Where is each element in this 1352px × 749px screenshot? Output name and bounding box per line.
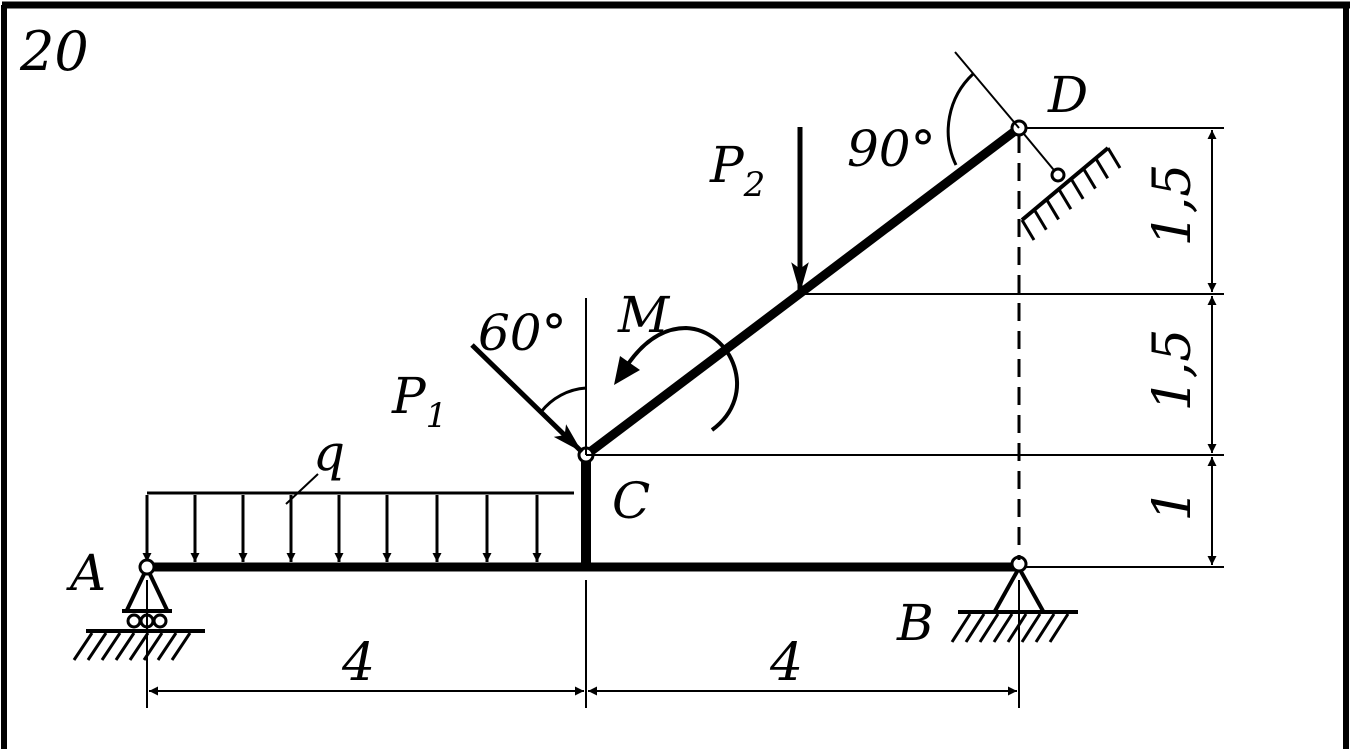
ground-hatch <box>1020 613 1042 643</box>
support-b-pin <box>950 567 1078 643</box>
moment-m <box>614 325 739 432</box>
hinge-a <box>138 558 156 576</box>
angle-label-c: 60° <box>478 304 567 362</box>
ground-hatch <box>156 632 178 661</box>
wall-hatch <box>1094 157 1110 180</box>
ground-hatch <box>1048 613 1070 643</box>
ground-hatch <box>992 613 1014 643</box>
point-label-d: D <box>1047 66 1088 124</box>
force-label-p1: P1 <box>391 367 447 436</box>
angle-mark-d <box>946 51 1020 166</box>
ground-hatch <box>170 632 192 661</box>
point-label-a: A <box>66 544 106 602</box>
ground-hatch <box>1006 613 1028 643</box>
force-arrow-p1 <box>470 343 584 454</box>
support-a-roller <box>72 567 205 661</box>
wall-hatch <box>1082 167 1097 190</box>
point-label-c: C <box>612 472 650 530</box>
distributed-load-q <box>142 473 574 562</box>
dim-label-v1: 1,5 <box>1143 164 1203 247</box>
wall-hatch <box>1045 198 1060 221</box>
ground-hatch <box>1034 613 1056 643</box>
ground-hatch <box>114 632 136 661</box>
wall-hatch <box>1106 147 1122 169</box>
ground-hatch <box>964 613 986 643</box>
force-p2-letter: P <box>709 136 745 194</box>
angle-mark-c <box>539 298 587 455</box>
dim-label-cb: 4 <box>769 633 803 693</box>
ground-hatch <box>950 613 972 643</box>
ground-hatch <box>72 632 94 661</box>
force-p1-subscript: 1 <box>426 396 448 436</box>
wall-hatch <box>1032 208 1048 231</box>
force-p2-subscript: 2 <box>743 165 766 205</box>
moment-label-m: M <box>617 286 671 344</box>
load-label-q: q <box>313 424 345 482</box>
dim-label-v2: 1,5 <box>1143 329 1203 412</box>
ground-hatch <box>978 613 1000 643</box>
force-p1-letter: P <box>391 367 427 425</box>
extension-lines <box>146 127 1224 708</box>
force-label-p2: P2 <box>709 136 765 205</box>
ground-hatch <box>86 632 108 661</box>
figure-number: 20 <box>19 20 89 83</box>
wall-hatch <box>1069 178 1085 200</box>
angle-label-d: 90° <box>847 120 936 178</box>
dim-label-v3: 1 <box>1143 488 1203 521</box>
point-label-b: B <box>896 594 934 652</box>
wall-hatch <box>1020 219 1036 241</box>
wall-hatch <box>1057 188 1073 210</box>
dim-label-ac: 4 <box>341 633 375 693</box>
ground-hatch <box>128 632 150 661</box>
ground-hatch <box>100 632 122 661</box>
support-d-link <box>1018 127 1122 241</box>
